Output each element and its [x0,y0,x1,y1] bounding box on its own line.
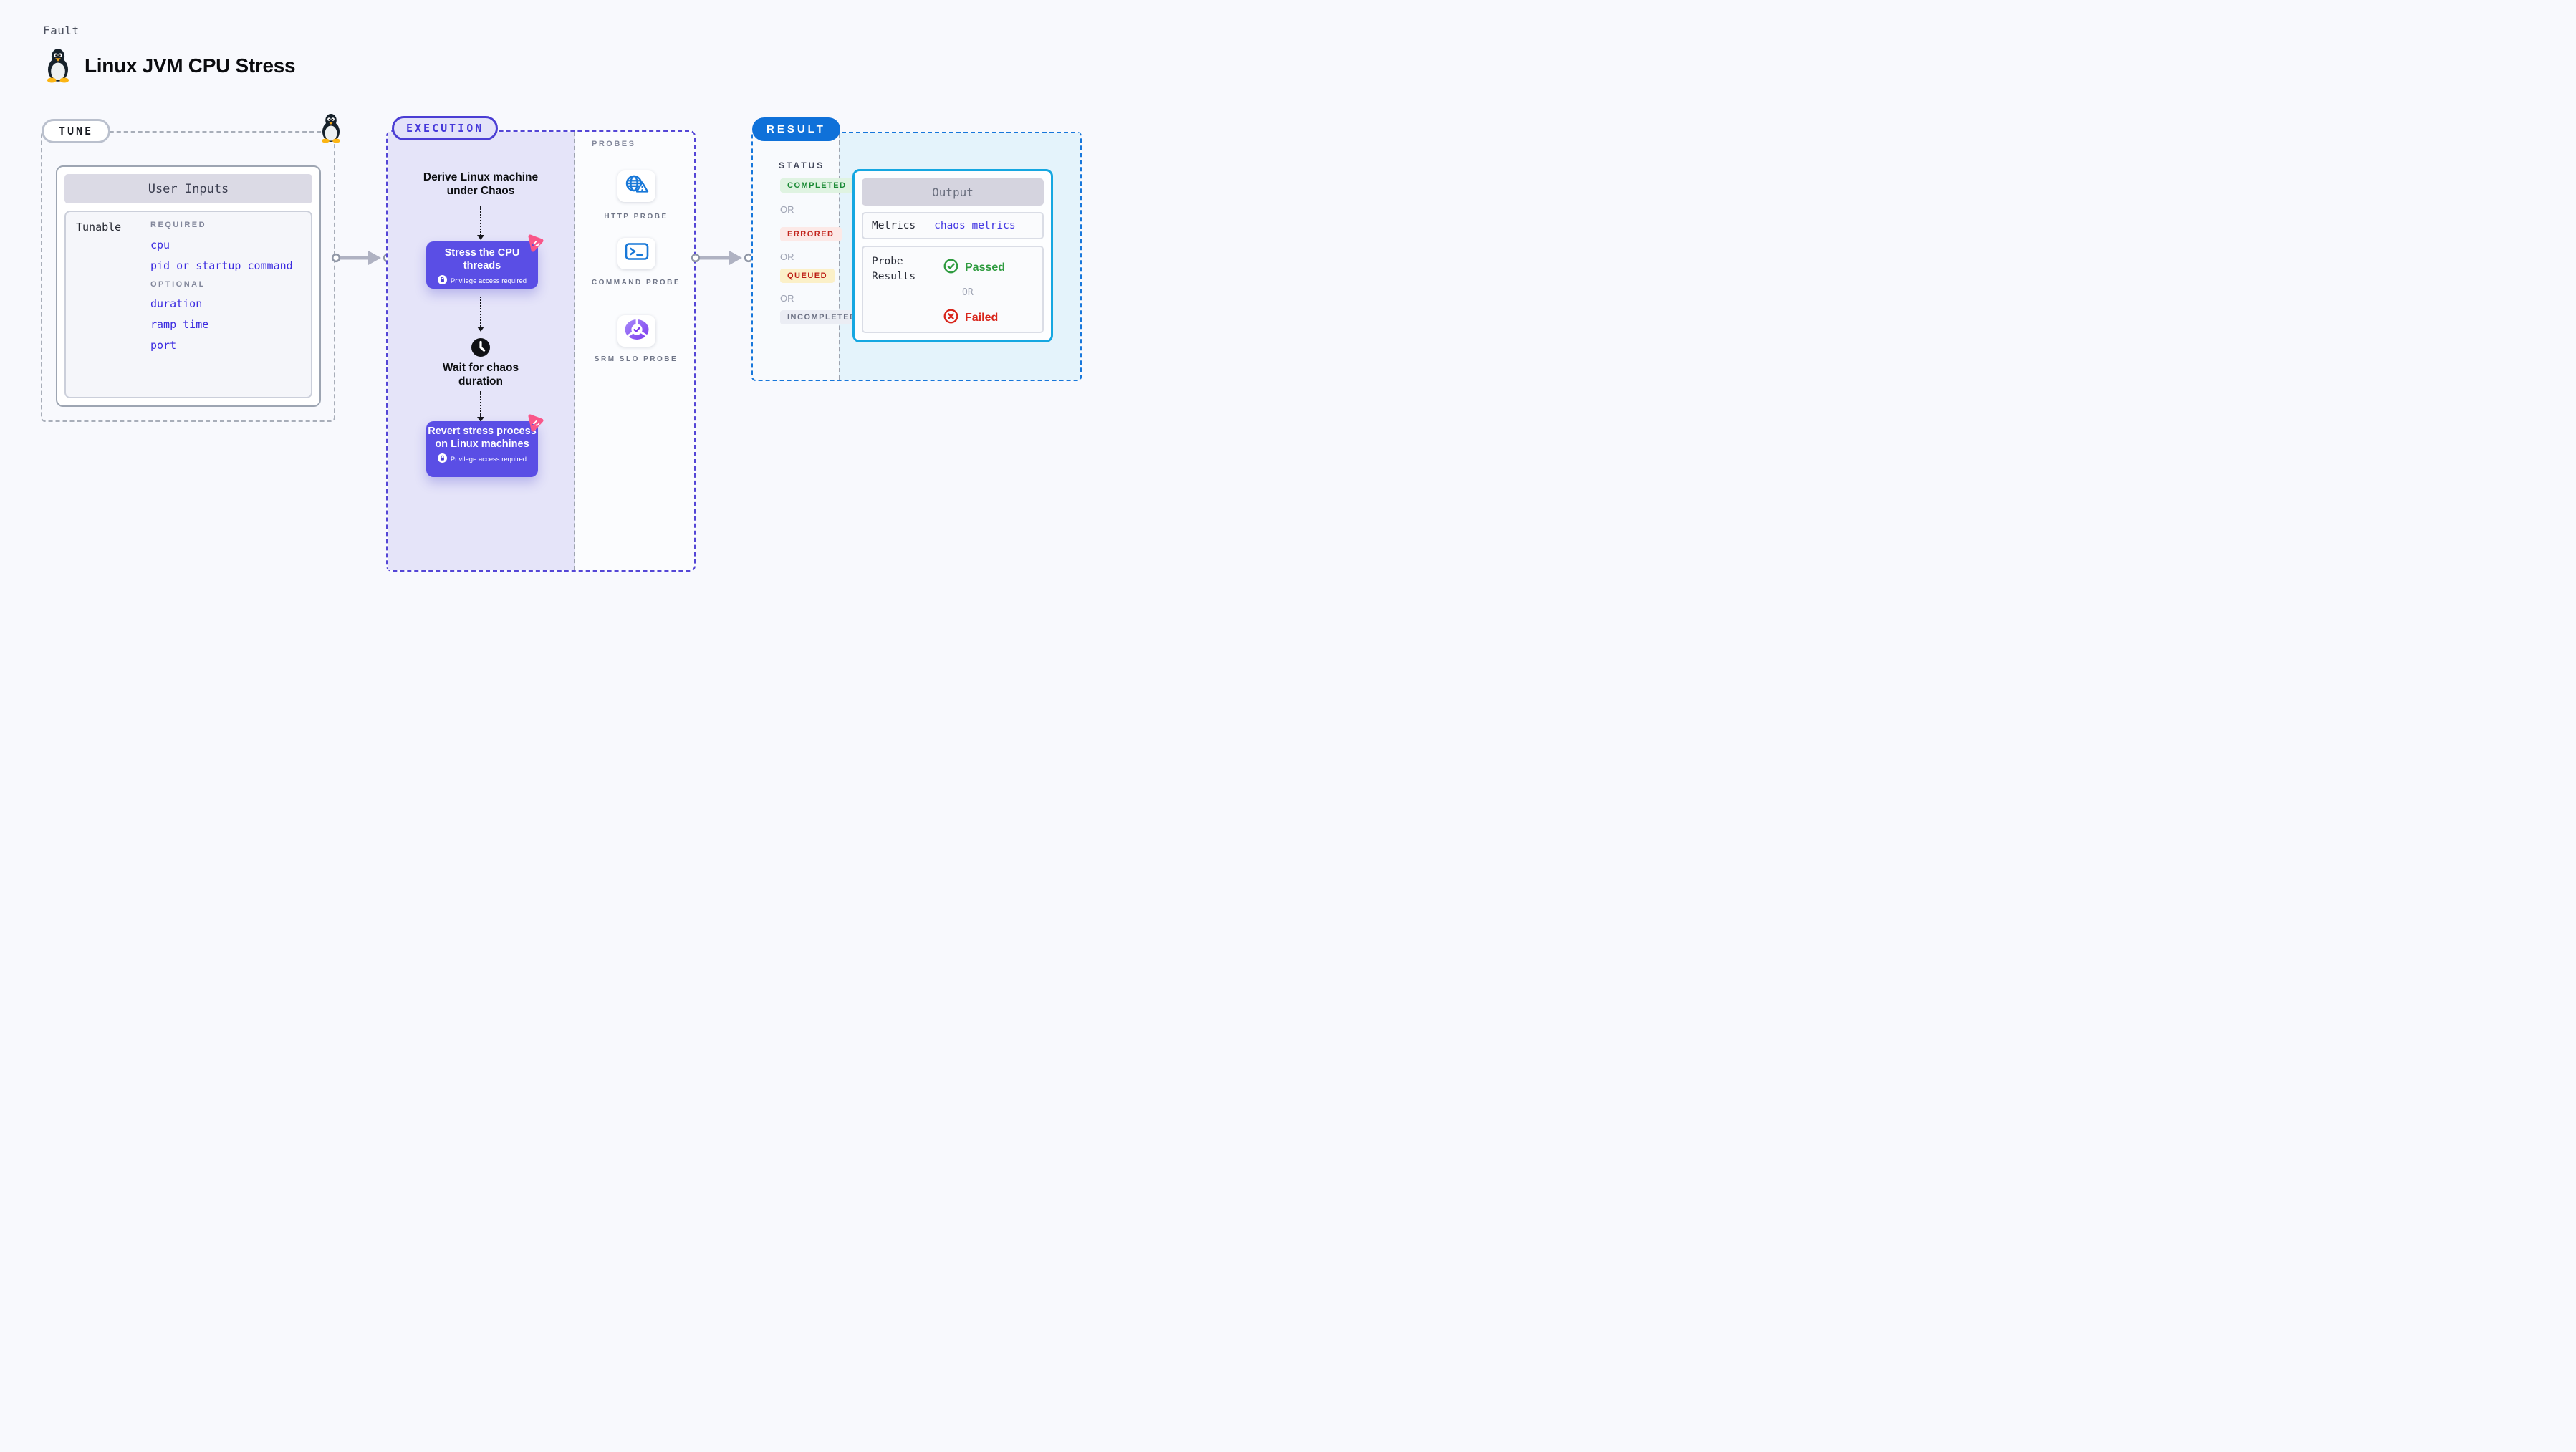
terminal-icon [625,242,649,265]
execution-section [386,130,696,572]
status-label: STATUS [779,160,825,170]
tunable-port[interactable]: port [150,339,177,352]
tunable-ramp-time[interactable]: ramp time [150,318,209,331]
metrics-value[interactable]: chaos metrics [934,220,1016,231]
stress-cpu-node[interactable]: Stress the CPU threads Privilege access … [426,234,544,289]
execution-to-result-arrow [691,251,754,265]
status-badge-completed: COMPLETED [780,178,854,193]
optional-label: OPTIONAL [150,280,206,289]
flow-arrow-down [477,297,484,332]
derive-step-label: Derive Linux machine under Chaos [423,171,539,198]
status-badge-incompleted: INCOMPLETED [780,310,864,324]
or-label: OR [780,204,794,215]
chaos-pinwheel-icon [526,234,544,256]
tunable-cpu[interactable]: cpu [150,239,170,251]
srm-slo-probe-label: SRM SLO PROBE [594,355,678,363]
http-probe-card[interactable] [617,170,655,202]
status-badge-queued: QUEUED [780,269,835,283]
privilege-note: Privilege access required [450,277,527,285]
passed-label: Passed [965,261,1006,274]
tux-penguin-icon [318,112,344,147]
lock-icon [437,275,447,287]
chaos-pinwheel-icon [526,413,544,436]
revert-node-title: Revert stress process on Linux machines [428,425,537,450]
metrics-row: Metrics chaos metrics [862,212,1044,239]
required-label: REQUIRED [150,221,207,229]
probe-results-row: Probe Results Passed OR [862,246,1044,333]
probes-label: PROBES [592,140,636,148]
page-title: Linux JVM CPU Stress [85,54,296,77]
flow-arrow-down [477,391,484,422]
wait-step-label: Wait for chaos duration [442,362,519,388]
lock-icon [437,453,447,465]
user-inputs-body: Tunable REQUIRED cpu pid or startup comm… [64,211,312,398]
failed-label: Failed [965,312,999,324]
probe-results-label: Probe Results [872,256,916,283]
output-header: Output [862,178,1044,206]
stress-node-title: Stress the CPU threads [444,247,520,271]
result-badge: RESULT [752,117,840,141]
globe-alert-icon [623,174,650,199]
slo-donut-check-icon [623,317,651,345]
tux-penguin-icon [43,47,73,87]
output-card: Output Metrics chaos metrics Probe Resul… [852,169,1053,342]
circle-check-icon [943,259,958,277]
command-probe-card[interactable] [617,238,655,269]
clock-icon [471,337,491,361]
failed-result: Failed [943,309,998,327]
or-label: OR [962,287,974,298]
user-inputs-card: User Inputs Tunable REQUIRED cpu pid or … [56,165,321,407]
circle-x-icon [943,309,958,327]
revert-stress-node[interactable]: Revert stress process on Linux machines … [426,414,544,477]
privilege-note: Privilege access required [450,455,527,463]
flow-arrow-down [477,206,484,240]
status-badge-errored: ERRORED [780,227,842,241]
tune-to-execution-arrow [331,251,393,265]
user-inputs-header: User Inputs [64,174,312,203]
tunable-duration[interactable]: duration [150,297,203,310]
tunable-pid-or-startup-command[interactable]: pid or startup command [150,259,293,272]
http-probe-label: HTTP PROBE [604,213,668,221]
fault-kicker: Fault [43,24,80,37]
command-probe-label: COMMAND PROBE [591,279,681,287]
srm-slo-probe-card[interactable] [617,315,655,347]
tunable-label: Tunable [76,221,122,234]
tune-badge: TUNE [42,119,111,143]
or-label: OR [780,251,794,262]
or-label: OR [780,293,794,304]
metrics-label: Metrics [872,220,916,231]
execution-badge: EXECUTION [392,116,499,140]
fault-diagram: Fault Linux JVM CPU Stress TUNE User [0,0,1103,622]
passed-result: Passed [943,259,1005,277]
tune-section [41,131,335,422]
